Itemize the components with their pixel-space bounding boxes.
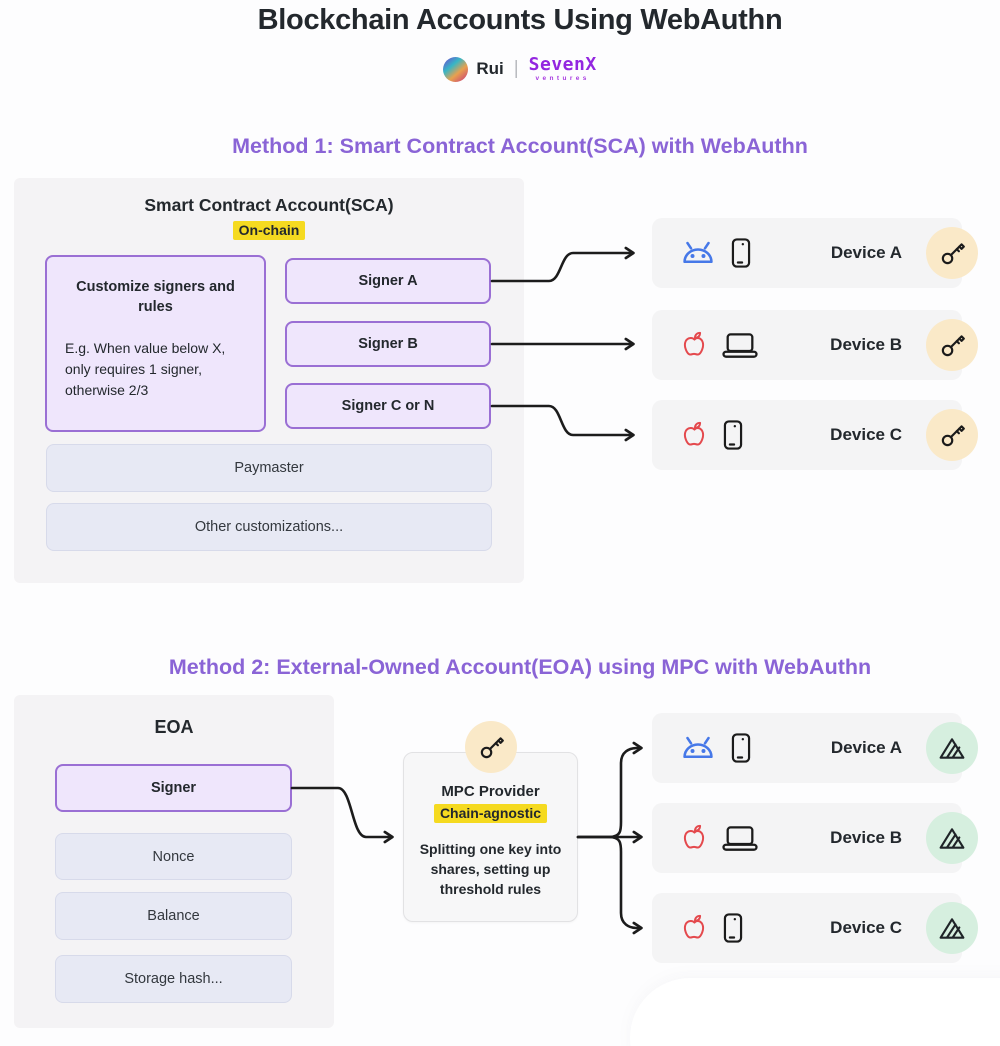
customize-body: E.g. When value below X, only requires 1… — [65, 340, 226, 399]
android-icon — [679, 239, 717, 267]
apple-icon — [679, 912, 709, 944]
laptop-icon — [722, 825, 758, 852]
m1-device-a-row: Device A — [652, 218, 978, 288]
device-label: Device C — [830, 425, 902, 444]
chain-agnostic-tag: Chain-agnostic — [433, 804, 548, 823]
mpc-title: MPC Provider — [441, 783, 540, 800]
brand-subtitle: ventures — [535, 75, 590, 82]
signer-a-box: Signer A — [285, 258, 491, 304]
mpc-provider-box: MPC Provider Chain-agnostic Splitting on… — [403, 752, 578, 922]
key-badge — [926, 409, 978, 461]
phone-icon — [730, 237, 752, 269]
balance-box: Balance — [55, 892, 292, 940]
apple-icon — [679, 822, 709, 854]
m2-device-c-row: Device C — [652, 893, 978, 963]
signer-b-box: Signer B — [285, 321, 491, 367]
key-icon — [939, 422, 966, 449]
page-title: Blockchain Accounts Using WebAuthn — [257, 4, 783, 36]
signer-c-box: Signer C or N — [285, 383, 491, 429]
key-badge — [926, 227, 978, 279]
nonce-box: Nonce — [55, 833, 292, 880]
device-label: Device B — [830, 335, 902, 354]
eoa-panel-title: EOA — [154, 717, 194, 737]
customize-title: Customize signers and rules — [76, 279, 235, 315]
sca-panel-title: Smart Contract Account(SCA) — [144, 195, 394, 215]
byline-separator: | — [513, 58, 519, 80]
phone-icon — [722, 912, 744, 944]
key-icon — [478, 734, 505, 761]
device-label: Device C — [830, 918, 902, 937]
brand-name: SevenX — [528, 54, 597, 75]
key-share-icon — [938, 826, 966, 851]
key-share-badge — [926, 902, 978, 954]
key-share-icon — [938, 736, 966, 761]
mpc-key-badge — [465, 721, 517, 773]
arrow-mpc-to-device-a — [576, 741, 643, 839]
storage-hash-box: Storage hash... — [55, 955, 292, 1003]
m2-device-a-row: Device A — [652, 713, 978, 783]
laptop-icon — [722, 332, 758, 359]
paymaster-box: Paymaster — [46, 444, 492, 492]
arrow-mpc-to-device-c — [576, 835, 643, 935]
key-badge — [926, 319, 978, 371]
key-share-badge — [926, 722, 978, 774]
mpc-body: Splitting one key into shares, setting u… — [419, 841, 562, 897]
phone-icon — [730, 732, 752, 764]
eoa-panel: EOA Signer Nonce Balance Storage hash... — [14, 695, 334, 1028]
apple-icon — [679, 329, 709, 361]
author-avatar — [443, 56, 469, 82]
device-label: Device B — [830, 828, 902, 847]
other-customizations-box: Other customizations... — [46, 503, 492, 551]
customize-signers-box: Customize signers and rules E.g. When va… — [45, 255, 266, 432]
method1-heading: Method 1: Smart Contract Account(SCA) wi… — [232, 134, 808, 158]
key-icon — [939, 332, 966, 359]
apple-icon — [679, 419, 709, 451]
author-name: Rui — [476, 59, 504, 79]
m1-device-b-row: Device B — [652, 310, 978, 380]
m1-device-c-row: Device C — [652, 400, 978, 470]
device-label: Device A — [830, 243, 902, 262]
sca-panel: Smart Contract Account(SCA) On-chain Cus… — [14, 178, 524, 583]
brand-logo: SevenX ventures — [529, 56, 597, 83]
onchain-tag: On-chain — [232, 221, 306, 240]
key-icon — [939, 240, 966, 267]
eoa-signer-box: Signer — [55, 764, 292, 812]
m2-device-b-row: Device B — [652, 803, 978, 873]
byline: Rui | SevenX ventures — [40, 56, 1000, 83]
android-icon — [679, 734, 717, 762]
key-share-badge — [926, 812, 978, 864]
device-label: Device A — [830, 738, 902, 757]
onchain-tag-wrap: On-chain — [14, 221, 524, 240]
key-share-icon — [938, 916, 966, 941]
method2-heading: Method 2: External-Owned Account(EOA) us… — [168, 655, 872, 679]
phone-icon — [722, 419, 744, 451]
background-blob — [630, 978, 1000, 1046]
